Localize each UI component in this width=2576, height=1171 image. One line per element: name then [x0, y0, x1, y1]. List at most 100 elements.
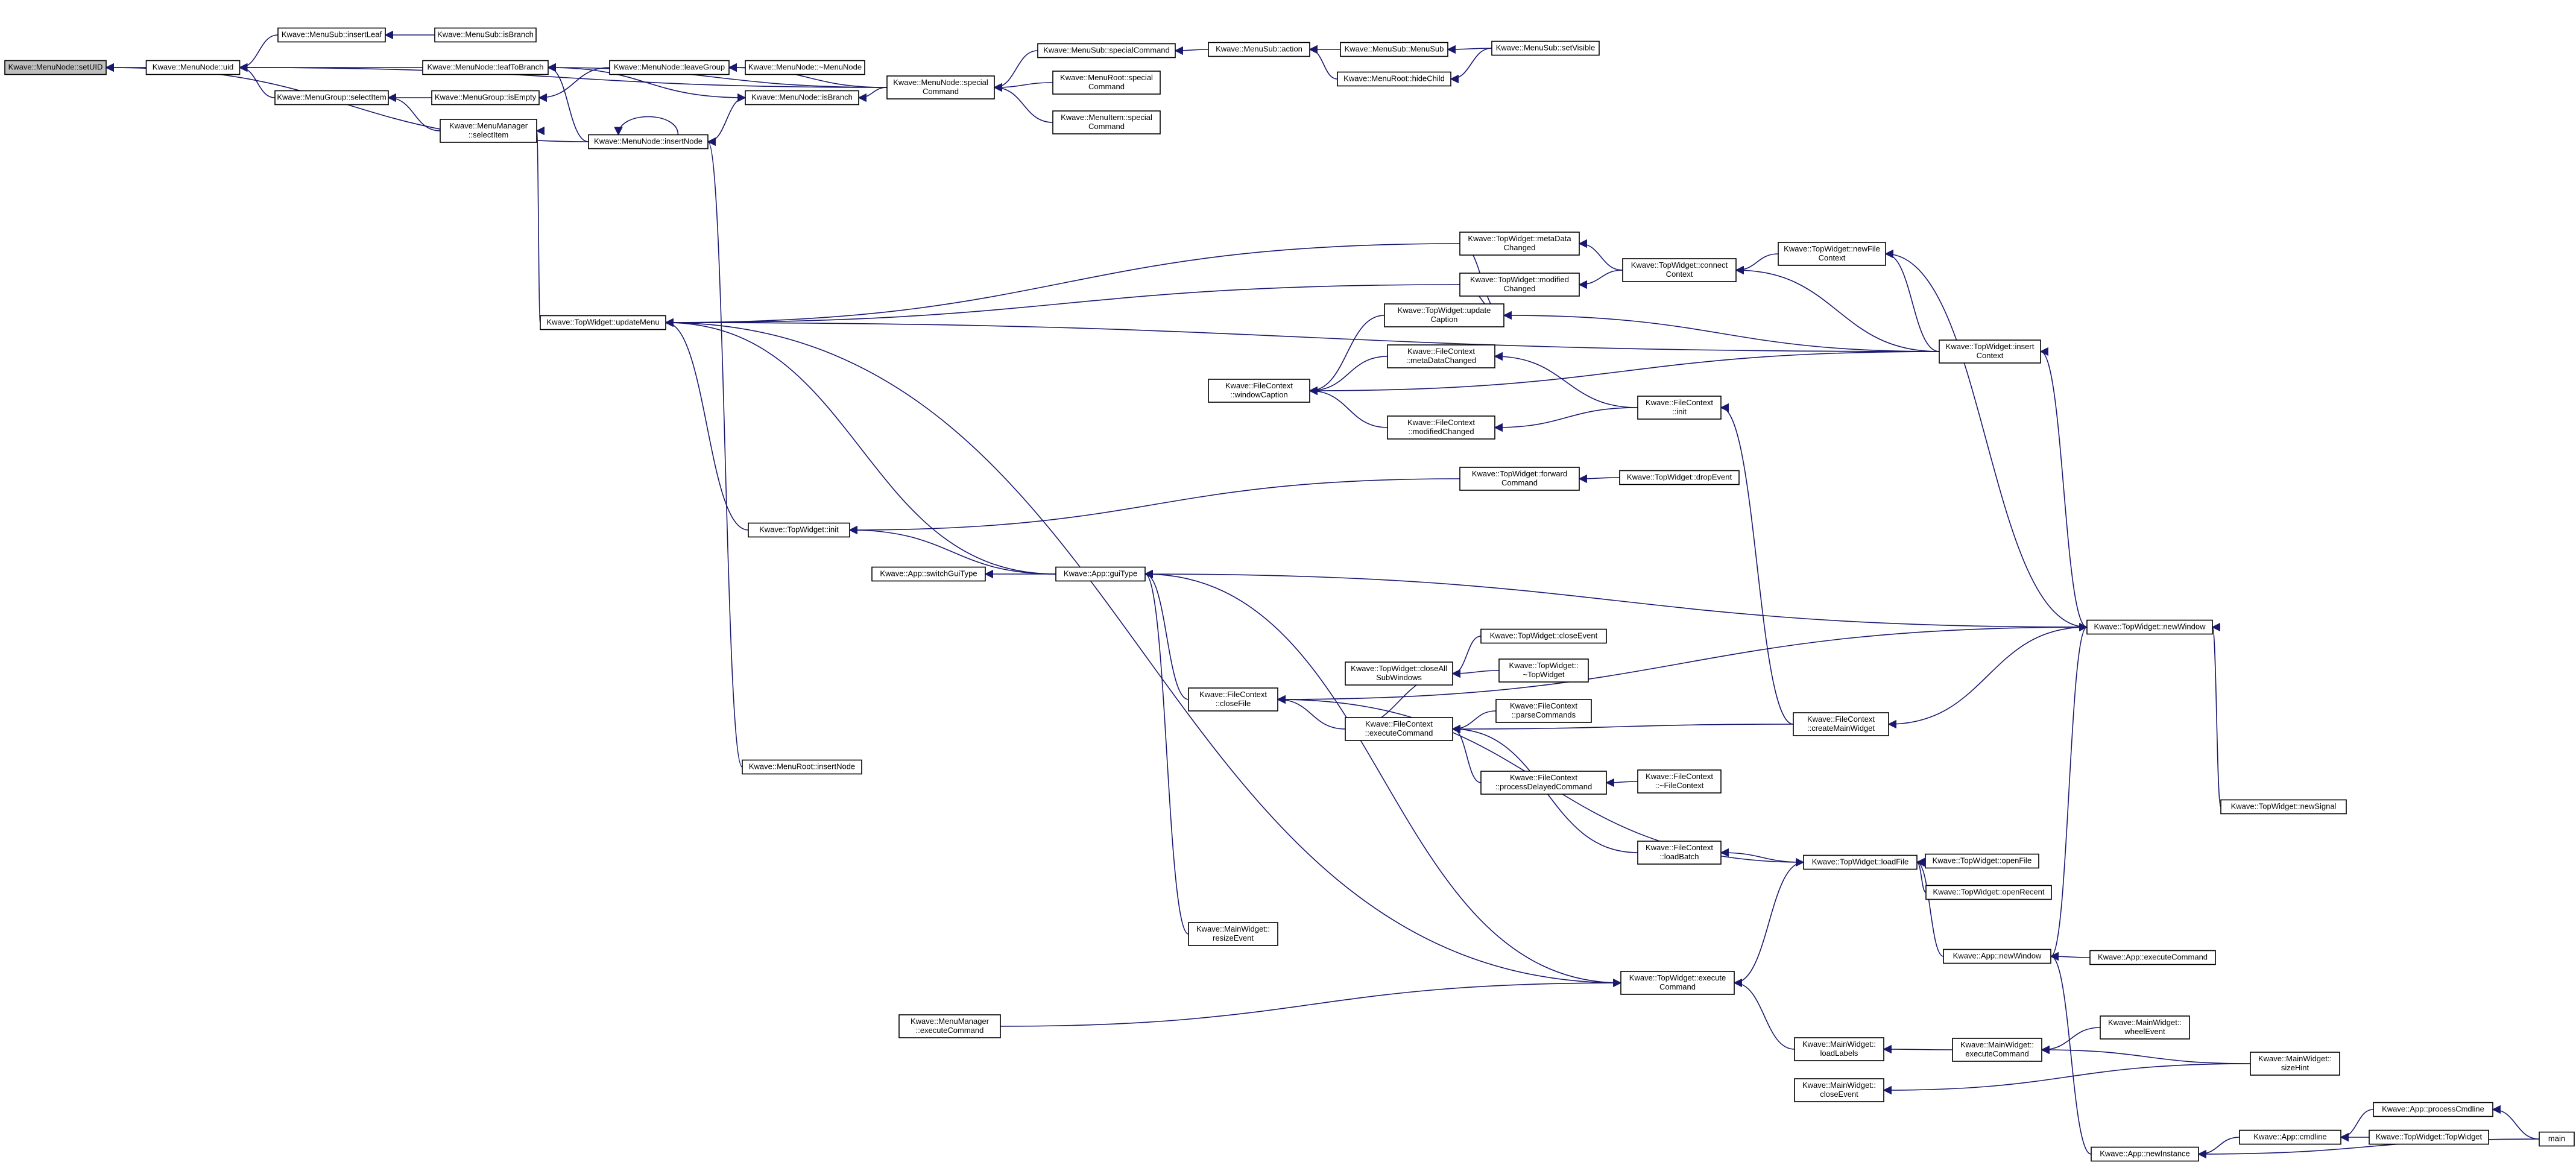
node-label: Kwave::TopWidget::TopWidget: [2376, 1132, 2483, 1141]
call-edge: [1451, 669, 1500, 678]
node-app-executecommand[interactable]: Kwave::App::executeCommand: [2089, 950, 2216, 965]
node-mr-hidechild[interactable]: Kwave::MenuRoot::hideChild: [1337, 71, 1451, 87]
node-fc-closefile[interactable]: Kwave::FileContext::closeFile: [1188, 687, 1278, 712]
node-app-cmdline[interactable]: Kwave::App::cmdline: [2239, 1129, 2341, 1145]
node-label: Command: [1088, 82, 1125, 91]
node-tw-init[interactable]: Kwave::TopWidget::init: [748, 522, 850, 538]
node-label: Command: [1088, 122, 1125, 131]
node-mn-leavegroup[interactable]: Kwave::MenuNode::leaveGroup: [609, 60, 730, 75]
node-tw-newwindow[interactable]: Kwave::TopWidget::newWindow: [2086, 619, 2213, 635]
node-label: Kwave::TopWidget::modified: [1470, 275, 1569, 284]
node-box: [277, 27, 386, 43]
node-label: Kwave::TopWidget::init: [759, 525, 839, 534]
call-edge: [1309, 45, 1338, 80]
node-fc-loadbatch[interactable]: Kwave::FileContext::loadBatch: [1637, 841, 1722, 865]
node-fc-metadatachanged[interactable]: Kwave::FileContext::metaDataChanged: [1387, 344, 1495, 368]
node-app-switchguitype[interactable]: Kwave::App::switchGuiType: [871, 566, 986, 582]
node-app-guitype[interactable]: Kwave::App::guiType: [1055, 566, 1146, 582]
node-label: Kwave::MenuGroup::isEmpty: [435, 92, 537, 101]
node-fc-createmainwidget[interactable]: Kwave::FileContext::createMainWidget: [1793, 712, 1889, 736]
node-mr-insertnode[interactable]: Kwave::MenuRoot::insertNode: [742, 759, 862, 775]
node-tw-dropevent[interactable]: Kwave::TopWidget::dropEvent: [1619, 470, 1740, 485]
node-mw-resizeevent[interactable]: Kwave::MainWidget::resizeEvent: [1188, 922, 1278, 946]
node-fc-modifiedchanged[interactable]: Kwave::FileContext::modifiedChanged: [1387, 415, 1495, 440]
node-fc-parsecommands[interactable]: Kwave::FileContext::parseCommands: [1495, 699, 1592, 723]
node-mn-uid[interactable]: Kwave::MenuNode::uid: [145, 60, 241, 75]
node-mn-dtor[interactable]: Kwave::MenuNode::~MenuNode: [745, 60, 865, 75]
node-tw-updatemenu[interactable]: Kwave::TopWidget::updateMenu: [540, 315, 666, 330]
node-label: Kwave::MenuRoot::special: [1060, 73, 1153, 82]
node-mn-leaftobranch[interactable]: Kwave::MenuNode::leafToBranch: [422, 60, 549, 75]
node-tw-dtor[interactable]: Kwave::TopWidget::~TopWidget: [1498, 658, 1589, 683]
node-box: [1345, 661, 1453, 686]
node-setuid[interactable]: Kwave::MenuNode::setUID: [4, 60, 107, 75]
node-ms-setvisible[interactable]: Kwave::MenuSub::setVisible: [1491, 40, 1600, 56]
node-label: ::init: [1672, 407, 1687, 416]
node-tw-loadfile[interactable]: Kwave::TopWidget::loadFile: [1803, 854, 1918, 870]
node-mn-insertnode[interactable]: Kwave::MenuNode::insertNode: [588, 134, 709, 150]
node-box: [1188, 687, 1278, 712]
node-label: Kwave::MenuNode::leafToBranch: [428, 62, 544, 71]
node-fc-dtor[interactable]: Kwave::FileContext::~FileContext: [1637, 769, 1722, 794]
node-box: [1778, 242, 1886, 266]
node-app-newinstance[interactable]: Kwave::App::newInstance: [2091, 1146, 2199, 1162]
node-mg-isempty[interactable]: Kwave::MenuGroup::isEmpty: [431, 90, 540, 106]
node-label: Kwave::MenuRoot::insertNode: [749, 762, 855, 771]
node-ms-ctor[interactable]: Kwave::MenuSub::MenuSub: [1340, 42, 1448, 57]
call-edge: [1447, 45, 1492, 54]
node-ms-action[interactable]: Kwave::MenuSub::action: [1208, 42, 1310, 57]
node-tw-openfile[interactable]: Kwave::TopWidget::openFile: [1925, 853, 2039, 869]
node-label: loadLabels: [1820, 1049, 1858, 1058]
node-main[interactable]: main: [2539, 1131, 2575, 1147]
node-ms-isbranch[interactable]: Kwave::MenuSub::isBranch: [434, 27, 537, 43]
node-box: [1498, 658, 1589, 683]
node-mw-executecommand[interactable]: Kwave::MainWidget::executeCommand: [1952, 1038, 2042, 1062]
call-edge: [2050, 952, 2092, 1155]
node-box: [1939, 339, 2041, 364]
node-box: [1459, 467, 1580, 491]
node-label: Kwave::FileContext: [1646, 772, 1713, 781]
node-box: [440, 119, 537, 143]
node-label: Caption: [1431, 315, 1458, 324]
node-label: ::metaDataChanged: [1406, 356, 1476, 365]
node-ms-specialcommand[interactable]: Kwave::MenuSub::specialCommand: [1037, 43, 1176, 58]
node-fc-init[interactable]: Kwave::FileContext::init: [1637, 396, 1722, 420]
node-label: main: [2548, 1134, 2565, 1143]
node-mw-closeevent[interactable]: Kwave::MainWidget::closeEvent: [1794, 1078, 1884, 1102]
node-mn-special[interactable]: Kwave::MenuNode::specialCommand: [886, 75, 995, 99]
node-tw-newsignal[interactable]: Kwave::TopWidget::newSignal: [2220, 799, 2347, 815]
node-fc-windowcaption[interactable]: Kwave::FileContext::windowCaption: [1208, 379, 1310, 403]
node-fc-executecommand[interactable]: Kwave::FileContext::executeCommand: [1345, 717, 1453, 741]
node-label: Kwave::TopWidget::openFile: [1933, 856, 2032, 865]
node-tw-modified[interactable]: Kwave::TopWidget::modifiedChanged: [1459, 273, 1580, 297]
node-fc-processdelayed[interactable]: Kwave::FileContext::processDelayedComman…: [1480, 771, 1607, 795]
node-app-newwindow[interactable]: Kwave::App::newWindow: [1943, 948, 2051, 964]
node-app-processcmdline[interactable]: Kwave::App::processCmdline: [2373, 1102, 2493, 1117]
node-mw-wheelevent[interactable]: Kwave::MainWidget::wheelEvent: [2100, 1015, 2190, 1040]
node-label: Kwave::FileContext: [1407, 418, 1475, 427]
call-edge: [1733, 978, 1795, 1050]
node-tw-metadata[interactable]: Kwave::TopWidget::metaDataChanged: [1459, 232, 1580, 256]
node-mw-loadlabels[interactable]: Kwave::MainWidget::loadLabels: [1794, 1037, 1884, 1061]
node-mr-special[interactable]: Kwave::MenuRoot::specialCommand: [1052, 71, 1161, 95]
node-mi-special[interactable]: Kwave::MenuItem::specialCommand: [1052, 110, 1161, 134]
node-ms-insertleaf[interactable]: Kwave::MenuSub::insertLeaf: [277, 27, 386, 43]
node-tw-closeevent[interactable]: Kwave::TopWidget::closeEvent: [1480, 628, 1607, 644]
node-mn-isbranch[interactable]: Kwave::MenuNode::isBranch: [745, 90, 859, 106]
node-mm-selectitem[interactable]: Kwave::MenuManager::selectItem: [440, 119, 537, 143]
node-mg-selectitem[interactable]: Kwave::MenuGroup::selectItem: [274, 90, 389, 106]
node-tw-executecommand[interactable]: Kwave::TopWidget::executeCommand: [1620, 971, 1735, 995]
node-tw-ctor[interactable]: Kwave::TopWidget::TopWidget: [2369, 1129, 2489, 1145]
node-mm-executecommand[interactable]: Kwave::MenuManager::executeCommand: [898, 1014, 1001, 1038]
node-mw-sizehint[interactable]: Kwave::MainWidget::sizeHint: [2250, 1052, 2340, 1076]
call-edge: [2041, 1027, 2101, 1055]
node-label: closeEvent: [1820, 1090, 1858, 1099]
call-edge: [1309, 315, 1385, 396]
node-tw-openrecent[interactable]: Kwave::TopWidget::openRecent: [1925, 885, 2052, 900]
